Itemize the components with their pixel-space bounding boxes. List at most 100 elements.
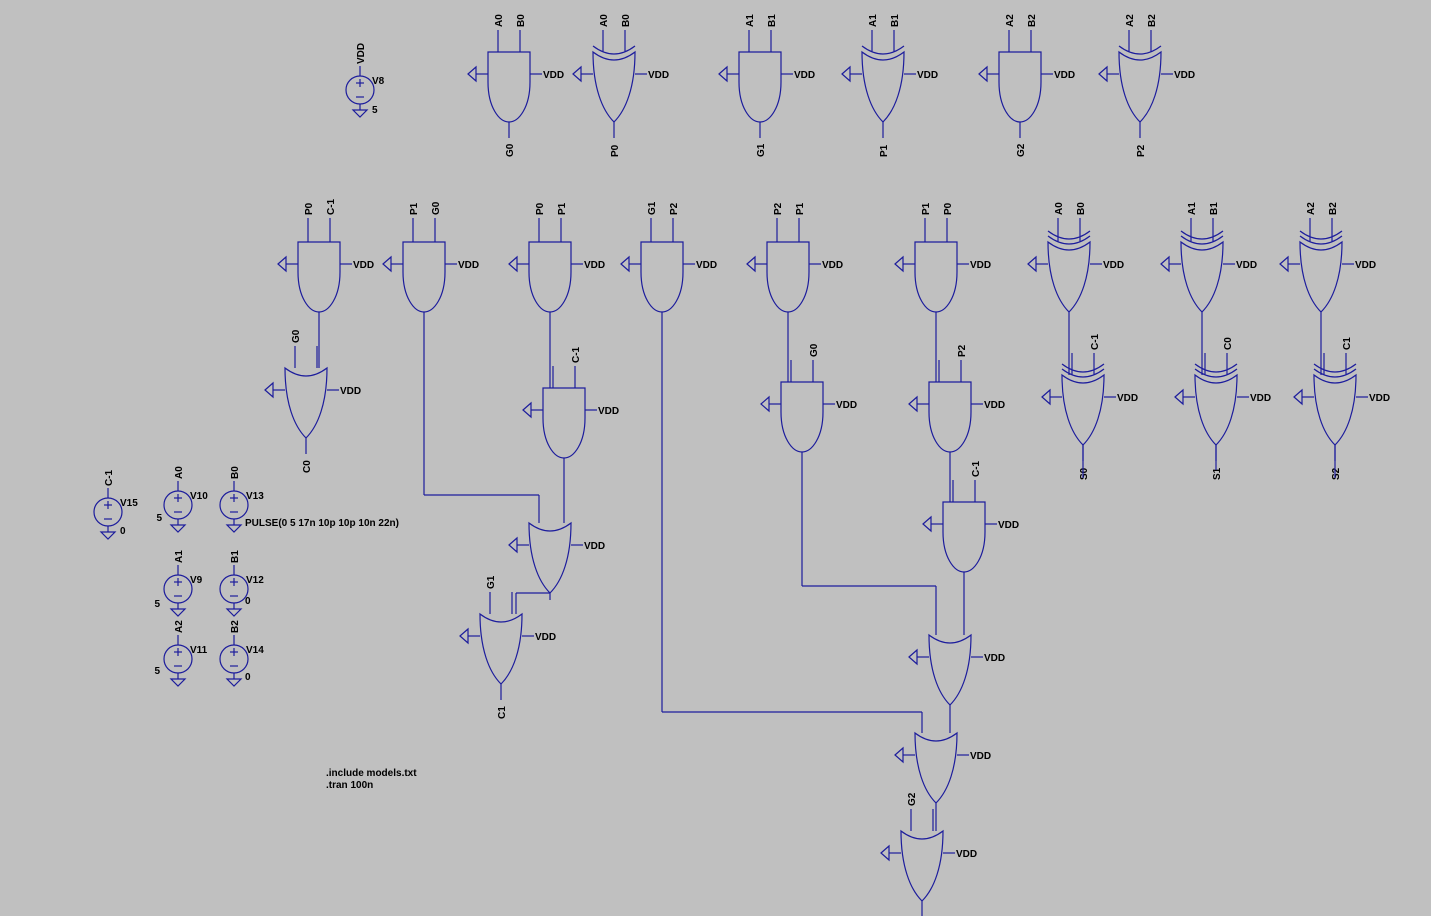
or-arc <box>1118 45 1162 55</box>
spice-directives[interactable]: .include models.txt.tran 100n <box>326 768 417 791</box>
net-label: P1 <box>409 202 420 215</box>
ground-icon <box>99 531 117 540</box>
xor-gate-body <box>1299 240 1343 313</box>
ground-icon <box>1293 388 1303 406</box>
source-value: 0 <box>245 596 251 607</box>
source-net-label: VDD <box>356 43 367 64</box>
net-label: P1 <box>795 202 806 215</box>
xor-arc <box>1061 363 1105 373</box>
net-label: B0 <box>1076 202 1087 215</box>
xor-gate-body <box>1180 240 1224 313</box>
net-label: G1 <box>756 143 767 157</box>
net-label: G1 <box>486 575 497 589</box>
interconnect-wires[interactable] <box>318 312 1336 831</box>
vdd-label: VDD <box>598 406 619 417</box>
vdd-label: VDD <box>998 520 1019 531</box>
source-net-label: B1 <box>230 550 241 563</box>
and-gate-body <box>402 241 446 313</box>
net-label: P0 <box>943 202 954 215</box>
ground-icon <box>522 401 532 419</box>
net-label: A1 <box>868 14 879 27</box>
ground-icon <box>1027 255 1037 273</box>
net-label: P1 <box>879 144 890 157</box>
xor-arc <box>1061 368 1105 378</box>
ground-icon <box>459 627 469 645</box>
ground-icon <box>620 255 630 273</box>
net-label: A2 <box>1005 14 1016 27</box>
vdd-label: VDD <box>956 849 977 860</box>
net-label: C1 <box>497 706 508 719</box>
vdd-label: VDD <box>1103 260 1124 271</box>
spice-directive: .include models.txt <box>326 768 417 779</box>
gate-or-27[interactable]: VDDG2C2 <box>880 792 977 916</box>
gate-or-22[interactable]: VDD <box>508 521 605 594</box>
vdd-label: VDD <box>1174 70 1195 81</box>
vdd-label: VDD <box>1054 70 1075 81</box>
and-gate-body <box>780 381 824 453</box>
xor-arc <box>1180 235 1224 245</box>
or-gate-body <box>928 633 972 706</box>
net-label: B1 <box>767 14 778 27</box>
source-net-label: C-1 <box>104 469 115 486</box>
net-label: P2 <box>1136 144 1147 157</box>
source-value: 0 <box>245 672 251 683</box>
vdd-label: VDD <box>917 70 938 81</box>
spice-directive: .tran 100n <box>326 780 373 791</box>
ground-icon <box>467 65 477 83</box>
gate-or-26[interactable]: VDD <box>894 731 991 804</box>
net-label: B2 <box>1027 14 1038 27</box>
and-gate-body <box>640 241 684 313</box>
source-value: 5 <box>156 513 162 524</box>
net-label: G2 <box>907 792 918 806</box>
xor-arc <box>1047 235 1091 245</box>
net-label: P0 <box>304 202 315 215</box>
ground-icon <box>718 65 728 83</box>
ground-icon <box>508 536 518 554</box>
net-label: G0 <box>809 343 820 357</box>
source-name: V9 <box>190 575 203 586</box>
gate-or-25[interactable]: VDD <box>908 633 1005 706</box>
net-label: A0 <box>599 14 610 27</box>
net-label: G1 <box>647 201 658 215</box>
or-gate-body <box>1118 50 1162 123</box>
and-gate-body <box>528 241 572 313</box>
or-arc <box>592 45 636 55</box>
xor-arc <box>1299 235 1343 245</box>
ground-icon <box>277 255 287 273</box>
source-value: 0 <box>120 526 126 537</box>
vdd-label: VDD <box>970 260 991 271</box>
